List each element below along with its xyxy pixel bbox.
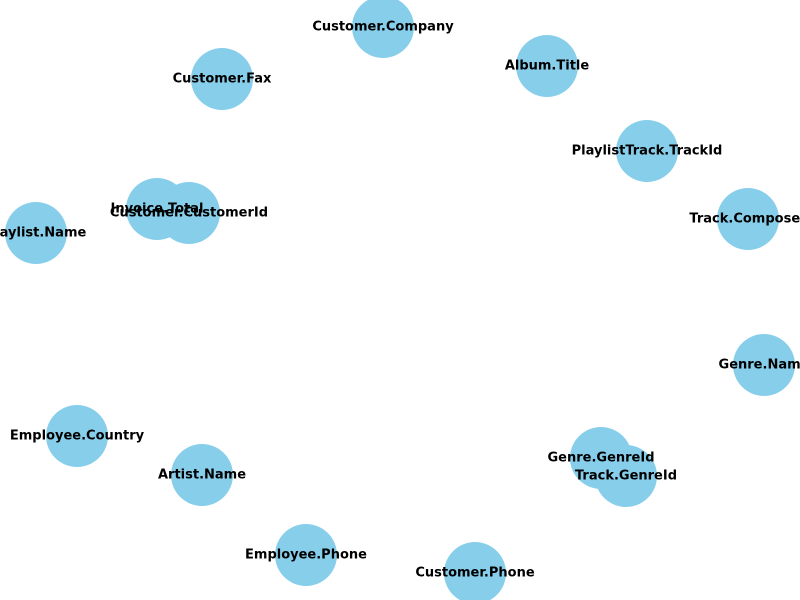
node-customer-customerid [158, 182, 220, 244]
node-label-album-title: Album.Title [505, 59, 590, 74]
node-label-genre-genreid: Genre.GenreId [547, 451, 654, 466]
node-customer-phone [444, 542, 506, 600]
node-label-artist-name: Artist.Name [158, 468, 246, 483]
node-label-customer-customerid: Customer.CustomerId [110, 206, 268, 221]
node-playlisttrack-trackid [616, 120, 678, 182]
node-album-title [516, 35, 578, 97]
node-label-genre-name: Genre.Name [719, 358, 800, 373]
node-customer-company [352, 0, 414, 58]
node-track-composer [717, 188, 779, 250]
node-label-employee-country: Employee.Country [10, 429, 145, 444]
node-employee-country [46, 405, 108, 467]
node-label-playlist-name: Playlist.Name [0, 226, 87, 241]
node-genre-name [733, 334, 795, 396]
node-employee-phone [275, 524, 337, 586]
nodes-layer [5, 0, 795, 600]
node-artist-name [171, 444, 233, 506]
node-customer-fax [191, 48, 253, 110]
node-label-invoice-total: Invoice.Total [111, 202, 204, 217]
node-label-employee-phone: Employee.Phone [245, 548, 367, 563]
node-label-customer-fax: Customer.Fax [173, 72, 272, 87]
labels-layer: Customer.CompanyAlbum.TitleCustomer.FaxP… [0, 20, 800, 581]
node-label-customer-phone: Customer.Phone [415, 566, 535, 581]
node-label-track-composer: Track.Composer [689, 212, 800, 227]
node-label-track-genreid: Track.GenreId [575, 469, 677, 484]
node-track-genreid [595, 445, 657, 507]
node-label-customer-company: Customer.Company [312, 20, 454, 35]
node-label-playlisttrack-trackid: PlaylistTrack.TrackId [572, 144, 723, 159]
node-playlist-name [5, 202, 67, 264]
